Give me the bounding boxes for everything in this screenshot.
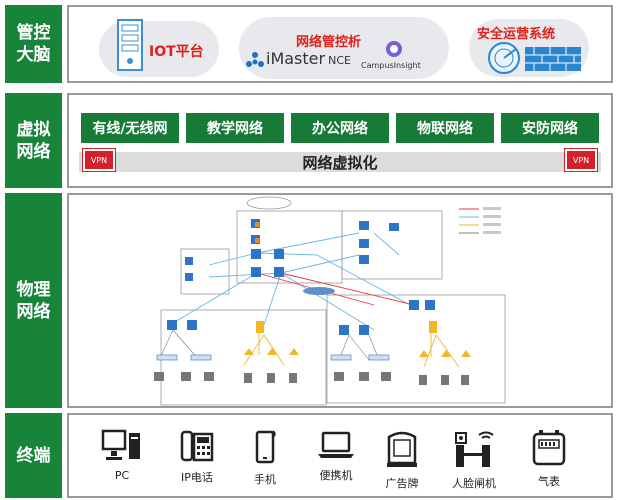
- nms-title: 网络管控析: [296, 35, 362, 50]
- terminal-ip-phone-label: IP电话: [181, 471, 213, 484]
- vpn-right-label: VPN: [572, 155, 590, 165]
- internet-cloud-icon: [246, 196, 292, 210]
- gas-meter-icon: [532, 430, 566, 466]
- virtualization-bar: 网络虚拟化: [79, 152, 601, 172]
- terminal-billboard: 广告牌: [367, 429, 437, 491]
- terminal-ip-phone: IP电话: [162, 429, 232, 485]
- vpn-left-icon: VPN: [82, 148, 116, 172]
- mobile-phone-icon: [255, 430, 276, 464]
- network-security: 安防网络: [501, 113, 599, 143]
- imaster-suffix: NCE: [328, 54, 351, 67]
- datacenter-zone-box: [341, 210, 443, 280]
- terminal-pc-label: PC: [114, 469, 130, 482]
- terminal-billboard-label: 广告牌: [385, 477, 419, 490]
- terminal-mobile: 手机: [230, 429, 300, 487]
- laptop-icon: [318, 431, 354, 458]
- layer-terminal-text: 终端: [16, 445, 51, 466]
- layer-virtual-text: 虚拟网络: [16, 119, 51, 162]
- ip-phone-icon: [180, 430, 214, 462]
- physical-panel: [67, 193, 613, 408]
- campus-b-box: [326, 294, 506, 404]
- pc-icon: [101, 429, 140, 460]
- terminal-pc: PC: [87, 429, 157, 482]
- terminal-mobile-label: 手机: [254, 473, 276, 486]
- layer-label-virtual: 虚拟网络: [5, 93, 62, 188]
- network-teaching: 教学网络: [186, 113, 284, 143]
- layer-label-terminal: 终端: [5, 413, 62, 498]
- firewall-icon: [525, 47, 581, 75]
- nms-cloud: [239, 17, 449, 79]
- layer-physical-text: 物理网络: [16, 279, 51, 322]
- imaster-logo-icon: [245, 51, 265, 75]
- network-topology-diagram: [154, 196, 506, 406]
- terminal-gas-meter: 气表: [514, 429, 584, 489]
- terminal-laptop: 便携机: [301, 429, 371, 483]
- face-gate-icon: [455, 431, 494, 467]
- iot-platform-label: IOT平台: [149, 44, 204, 60]
- layer-management-text: 管控大脑: [16, 23, 51, 65]
- billboard-icon: [387, 431, 417, 467]
- terminal-laptop-label: 便携机: [319, 469, 353, 482]
- network-office: 办公网络: [291, 113, 389, 143]
- terminal-panel: PC IP电话 手机 便携机 广告牌 人脸闸机 气表: [67, 413, 613, 498]
- virtual-panel: 有线/无线网 教学网络 办公网络 物联网络 安防网络 网络虚拟化 VPN VPN: [67, 93, 613, 188]
- dmz-zone-box: [180, 248, 230, 295]
- campusinsight-label: CampusInsight: [361, 61, 421, 70]
- imaster-brand: iMaster: [266, 49, 326, 68]
- campus-a-box: [160, 309, 327, 406]
- terminal-face-gate-label: 人脸闸机: [452, 477, 496, 490]
- layer-label-physical: 物理网络: [5, 193, 62, 408]
- server-icon: [117, 19, 143, 75]
- terminal-gas-meter-label: 气表: [538, 475, 560, 488]
- vpn-right-icon: VPN: [564, 148, 598, 172]
- layer-label-management: 管控大脑: [5, 5, 62, 83]
- virtualization-label: 网络虚拟化: [302, 153, 378, 172]
- campusinsight-logo-icon: [385, 40, 403, 62]
- vpn-left-label: VPN: [90, 155, 108, 165]
- terminal-face-gate: 人脸闸机: [439, 429, 509, 491]
- network-iot: 物联网络: [396, 113, 494, 143]
- security-ops-label: 安全运营系统: [477, 27, 556, 42]
- network-wired-wireless: 有线/无线网: [81, 113, 179, 143]
- backbone-ring: [303, 287, 335, 295]
- radar-icon: [487, 41, 521, 79]
